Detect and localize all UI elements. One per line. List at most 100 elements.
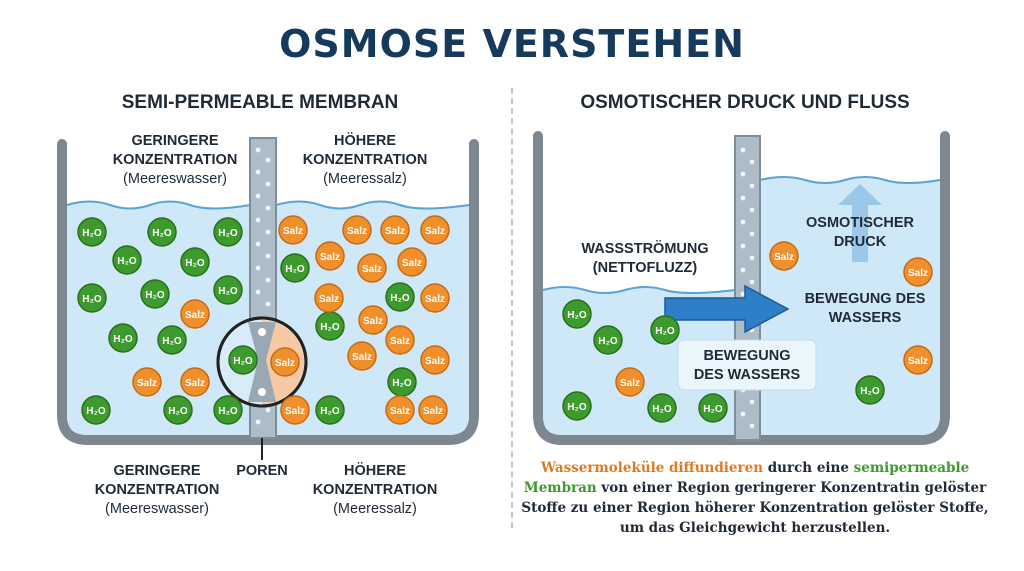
water-molecule: H₂O — [593, 325, 623, 355]
svg-text:H₂O: H₂O — [703, 404, 723, 415]
svg-text:H₂O: H₂O — [320, 322, 340, 333]
water-molecule: H₂O — [77, 217, 107, 247]
flow-label: WASSSTRÖMUNG(NETTOFLUZZ) — [581, 241, 709, 276]
svg-text:H₂O: H₂O — [233, 356, 253, 367]
salt-molecule: Salz — [280, 395, 310, 425]
salt-molecule: Salz — [314, 283, 344, 313]
salt-molecule: Salz — [380, 215, 410, 245]
svg-text:H₂O: H₂O — [598, 336, 618, 347]
svg-text:Salz: Salz — [620, 378, 640, 389]
salt-molecule: Salz — [903, 257, 933, 287]
svg-text:H₂O: H₂O — [392, 378, 412, 389]
description-text: Wassermoleküle diffundieren durch eine s… — [521, 460, 989, 536]
salt-molecule: Salz — [132, 367, 162, 397]
svg-text:Salz: Salz — [320, 252, 340, 263]
water-molecule: H₂O — [562, 391, 592, 421]
salt-molecule: Salz — [420, 215, 450, 245]
svg-text:Salz: Salz — [425, 294, 445, 305]
svg-text:H₂O: H₂O — [860, 386, 880, 397]
salt-molecule: Salz — [315, 241, 345, 271]
svg-text:H₂O: H₂O — [152, 228, 172, 239]
svg-text:H₂O: H₂O — [82, 228, 102, 239]
svg-text:H₂O: H₂O — [320, 406, 340, 417]
water-molecule: H₂O — [213, 395, 243, 425]
svg-text:Salz: Salz — [137, 378, 157, 389]
svg-text:H₂O: H₂O — [567, 402, 587, 413]
svg-text:H₂O: H₂O — [117, 256, 137, 267]
salt-molecule: Salz — [357, 253, 387, 283]
water-molecule: H₂O — [213, 217, 243, 247]
water-molecule: H₂O — [140, 279, 170, 309]
svg-text:Salz: Salz — [390, 336, 410, 347]
salt-molecule: Salz — [180, 299, 210, 329]
svg-text:H₂O: H₂O — [218, 406, 238, 417]
water-molecule: H₂O — [385, 282, 415, 312]
svg-text:Salz: Salz — [908, 356, 928, 367]
svg-text:Salz: Salz — [319, 294, 339, 305]
svg-text:Salz: Salz — [402, 258, 422, 269]
water-molecule: H₂O — [315, 395, 345, 425]
svg-text:Salz: Salz — [185, 310, 205, 321]
water-molecule: H₂O — [163, 395, 193, 425]
svg-text:Salz: Salz — [774, 252, 794, 263]
salt-molecule: Salz — [418, 395, 448, 425]
svg-text:Salz: Salz — [362, 264, 382, 275]
svg-text:Salz: Salz — [283, 226, 303, 237]
svg-text:Salz: Salz — [275, 358, 295, 369]
left-beaker — [57, 139, 479, 445]
svg-text:Salz: Salz — [908, 268, 928, 279]
water-molecule: H₂O — [112, 245, 142, 275]
salt-molecule: Salz — [385, 395, 415, 425]
svg-text:Salz: Salz — [390, 406, 410, 417]
svg-text:H₂O: H₂O — [113, 334, 133, 345]
water-molecule: H₂O — [108, 323, 138, 353]
water-molecule: H₂O — [387, 367, 417, 397]
label-pores: POREN — [236, 463, 288, 479]
water-molecule: H₂O — [228, 345, 258, 375]
svg-text:H₂O: H₂O — [145, 290, 165, 301]
water-molecule: H₂O — [213, 275, 243, 305]
right-water-low — [543, 287, 735, 435]
salt-molecule: Salz — [342, 215, 372, 245]
salt-molecule: Salz — [385, 325, 415, 355]
salt-molecule: Salz — [420, 283, 450, 313]
water-molecule: H₂O — [81, 395, 111, 425]
svg-text:Salz: Salz — [347, 226, 367, 237]
water-molecule: H₂O — [180, 247, 210, 277]
svg-text:H₂O: H₂O — [82, 294, 102, 305]
salt-molecule: Salz — [615, 367, 645, 397]
svg-text:H₂O: H₂O — [218, 286, 238, 297]
svg-text:Salz: Salz — [425, 356, 445, 367]
water-molecule: H₂O — [647, 393, 677, 423]
movement-box — [677, 339, 817, 391]
svg-text:H₂O: H₂O — [655, 326, 675, 337]
right-heading: OSMOTISCHER DRUCK UND FLUSS — [580, 92, 910, 113]
water-molecule: H₂O — [562, 299, 592, 329]
water-molecule: H₂O — [650, 315, 680, 345]
salt-molecule: Salz — [769, 241, 799, 271]
flow-arrow — [664, 284, 790, 334]
svg-text:H₂O: H₂O — [285, 264, 305, 275]
svg-text:Salz: Salz — [425, 226, 445, 237]
pressure-arrow — [838, 184, 882, 262]
svg-text:H₂O: H₂O — [652, 404, 672, 415]
salt-molecule: Salz — [180, 367, 210, 397]
svg-text:H₂O: H₂O — [86, 406, 106, 417]
svg-text:H₂O: H₂O — [185, 258, 205, 269]
water-molecule: H₂O — [855, 375, 885, 405]
water-molecule: H₂O — [77, 283, 107, 313]
water-molecule: H₂O — [315, 311, 345, 341]
salt-molecule: Salz — [347, 341, 377, 371]
svg-text:Salz: Salz — [285, 406, 305, 417]
svg-text:H₂O: H₂O — [567, 310, 587, 321]
water-molecule: H₂O — [147, 217, 177, 247]
salt-molecule: Salz — [278, 215, 308, 245]
